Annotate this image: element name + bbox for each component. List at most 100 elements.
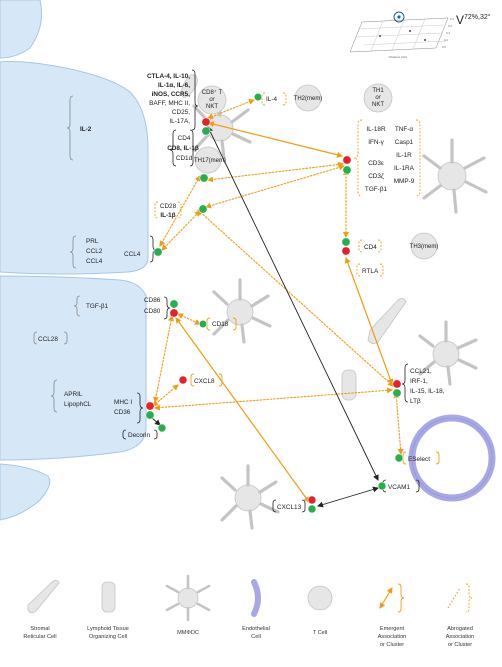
bracket-rtla-l (356, 263, 361, 277)
node-green (198, 319, 208, 329)
right-col2: Casp1 (395, 139, 414, 146)
bracket-il4-r (282, 92, 287, 106)
node-red (342, 155, 352, 165)
svg-text:T Cell: T Cell (313, 630, 328, 636)
node-red (178, 375, 188, 385)
bracket-decorin-r (153, 429, 158, 440)
node-green (199, 173, 209, 183)
link-top-il4 (207, 99, 255, 119)
cluster-a-line: iNOS, CCR5, (152, 91, 191, 98)
cd86-label: CD86 (144, 297, 161, 304)
rtla-label: RTLA (362, 268, 379, 275)
bracket-cd4-r (377, 239, 382, 253)
svg-text:or Cluster: or Cluster (448, 642, 472, 648)
node-red (201, 117, 211, 127)
cluster-b-cd4: CD4 (178, 135, 191, 142)
node-green (253, 92, 263, 102)
cluster-a-line: IL-17A, (169, 118, 190, 125)
legend-t-cell: T Cell (307, 585, 333, 636)
bracket-tgf (73, 295, 81, 317)
bracket-cluster-c-l (154, 201, 159, 219)
svg-text:Lymphoid Tissue: Lymphoid Tissue (87, 626, 129, 632)
lymphoid-tissue-organizing-cell (341, 369, 357, 401)
brackets (33, 69, 440, 513)
tissue-lobe-lower (0, 275, 147, 461)
node-red (169, 308, 179, 318)
ccl21-line: IL-15, IL-18, (410, 388, 445, 395)
ccl21-line: LTβ (410, 398, 421, 405)
bracket-decorin-l (122, 429, 127, 440)
node-green (341, 237, 351, 247)
legend-mmphidc: MMΦDC (165, 574, 211, 636)
bracket-rtla-r (379, 263, 384, 277)
prl-label: PRL (86, 238, 99, 245)
cxcl13-label: CXCL13 (277, 504, 302, 511)
bracket-il2 (66, 95, 74, 161)
cluster-a-line: CD25, (172, 109, 190, 116)
link-mhc-cd80 (153, 315, 174, 403)
tissue-regions (0, 0, 149, 521)
node-red (392, 379, 402, 389)
cd18-label: CD18 (212, 321, 229, 328)
bracket-cxcl8-r (218, 373, 223, 387)
cd28-label: CD28 (160, 203, 177, 210)
legend-stromal-reticular-cell: Stromal Reticular Cell (23, 579, 60, 640)
th1-or-label: or (375, 95, 381, 101)
bracket-right-cluster-r (415, 119, 421, 197)
dendritic-cell (418, 320, 478, 386)
tissue-lobe-bottom (0, 463, 51, 521)
dendritic-cell (220, 464, 280, 530)
node-red (145, 401, 155, 411)
target-icon (393, 11, 405, 23)
mini-plot-tick: 0.4 (444, 38, 448, 42)
stromal-reticular-cell (181, 74, 198, 98)
link-cxcl13-vcam1 (317, 486, 379, 508)
right-col2: TNF-α (395, 126, 414, 133)
view-mini-plot: Distance (AU) 0.1 0.2 0.3 0.4 0.5 V72%,3… (349, 11, 491, 59)
legend-endothelial-cell: Endothelial Cell (242, 579, 270, 640)
right-col1: IFN-γ (368, 139, 384, 146)
stromal-reticular-cell (367, 298, 407, 344)
svg-text:Organizing Cell: Organizing Cell (89, 634, 127, 640)
th2-label: TH2(mem) (294, 96, 323, 102)
decorin-label: Decorin (128, 432, 150, 439)
ccl21-line: IRF-1, (410, 378, 428, 385)
right-col1: IL-18R (366, 126, 386, 133)
mini-plot-tick: 0.1 (450, 17, 454, 21)
bracket-cxcl13-r (301, 499, 306, 513)
labels: IL-2 PRL CCL2 CCL4 TGF-β1 CCL28 APRIL Li… (38, 73, 445, 511)
bracket-cd86 (163, 296, 171, 320)
cluster-b-cd1d: CD1d (176, 155, 193, 162)
right-col2: IL-1RA (394, 165, 415, 172)
link-top-right (208, 121, 343, 158)
cd8-t-label: CD8⁺ T (202, 89, 223, 96)
bracket-ccl28-l (33, 331, 38, 345)
svg-text:or Cluster: or Cluster (380, 642, 404, 648)
bracket-eselect-r (435, 451, 440, 465)
bracket-prl (69, 235, 77, 269)
svg-text:MMΦDC: MMΦDC (177, 630, 199, 636)
t-cell-th3 (410, 232, 438, 260)
mini-plot-tick: 0.3 (446, 31, 450, 35)
bracket-cluster-c-r (177, 201, 182, 219)
link-cd8-right (207, 161, 344, 183)
svg-text:Endothelial: Endothelial (242, 626, 270, 632)
legend-abrogated-association: Abrogated Association or Cluster (446, 583, 475, 648)
mini-plot-tick: 0.2 (448, 24, 452, 28)
cluster-a-line: BAFF, MHC II, (149, 100, 190, 107)
bracket-mhc (136, 392, 144, 424)
vcam1-label: VCAM1 (388, 484, 410, 491)
ccl21-line: CCL21, (410, 368, 432, 375)
right-col1: CD3ζ (368, 173, 384, 180)
svg-text:Association: Association (446, 634, 475, 640)
t-cell-th2 (294, 84, 322, 112)
il4-label: IL-4 (266, 96, 277, 103)
cd36-label: CD36 (114, 409, 131, 416)
tgf-label: TGF-β1 (86, 303, 109, 310)
connections (151, 99, 404, 508)
node-green (198, 204, 208, 214)
svg-text:Stromal: Stromal (30, 626, 49, 632)
legend: Stromal Reticular Cell Lymphoid Tissue O… (23, 574, 475, 648)
link-top-vcam1 (207, 126, 379, 481)
node-red (307, 495, 317, 505)
